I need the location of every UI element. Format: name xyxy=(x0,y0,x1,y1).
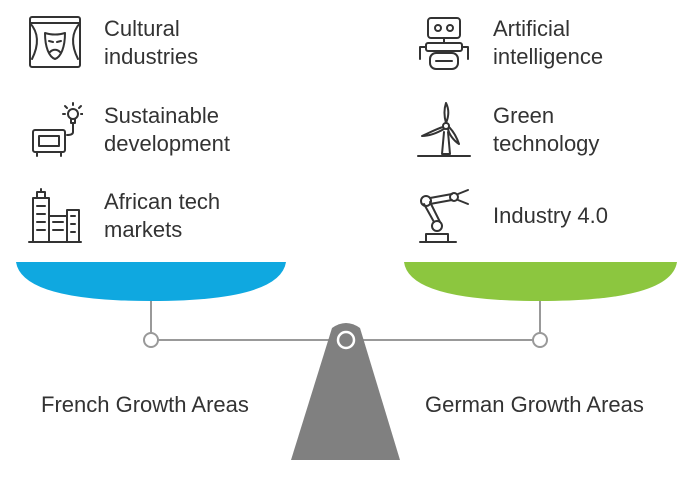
left-beam-joint xyxy=(143,332,159,348)
robotic-arm-icon xyxy=(416,188,472,244)
lightbulb-generator-icon xyxy=(27,102,84,158)
item-label: Cultural industries xyxy=(104,16,199,69)
item-label: Industry 4.0 xyxy=(493,203,608,228)
left-pan xyxy=(16,262,286,301)
left-item-2: Sustainable development xyxy=(27,102,274,158)
robot-icon xyxy=(416,15,472,71)
right-pan xyxy=(404,262,677,301)
item-label: Artificial intelligence xyxy=(493,16,604,69)
right-caption: German Growth Areas xyxy=(425,392,644,417)
item-label: African tech markets xyxy=(104,189,221,242)
left-caption: French Growth Areas xyxy=(41,392,249,417)
city-buildings-icon xyxy=(27,188,83,244)
fulcrum-pivot xyxy=(336,330,356,350)
left-item-1: Cultural industries xyxy=(27,15,274,71)
wind-turbine-icon xyxy=(416,102,472,158)
left-item-3: African tech markets xyxy=(27,188,274,244)
right-item-3: Industry 4.0 xyxy=(416,188,608,244)
fulcrum xyxy=(291,323,400,460)
right-beam-joint xyxy=(532,332,548,348)
right-item-2: Green technology xyxy=(416,102,663,158)
theater-mask-icon xyxy=(27,15,83,71)
right-item-1: Artificial intelligence xyxy=(416,15,663,71)
item-label: Sustainable development xyxy=(104,103,230,156)
item-label: Green technology xyxy=(493,103,600,156)
